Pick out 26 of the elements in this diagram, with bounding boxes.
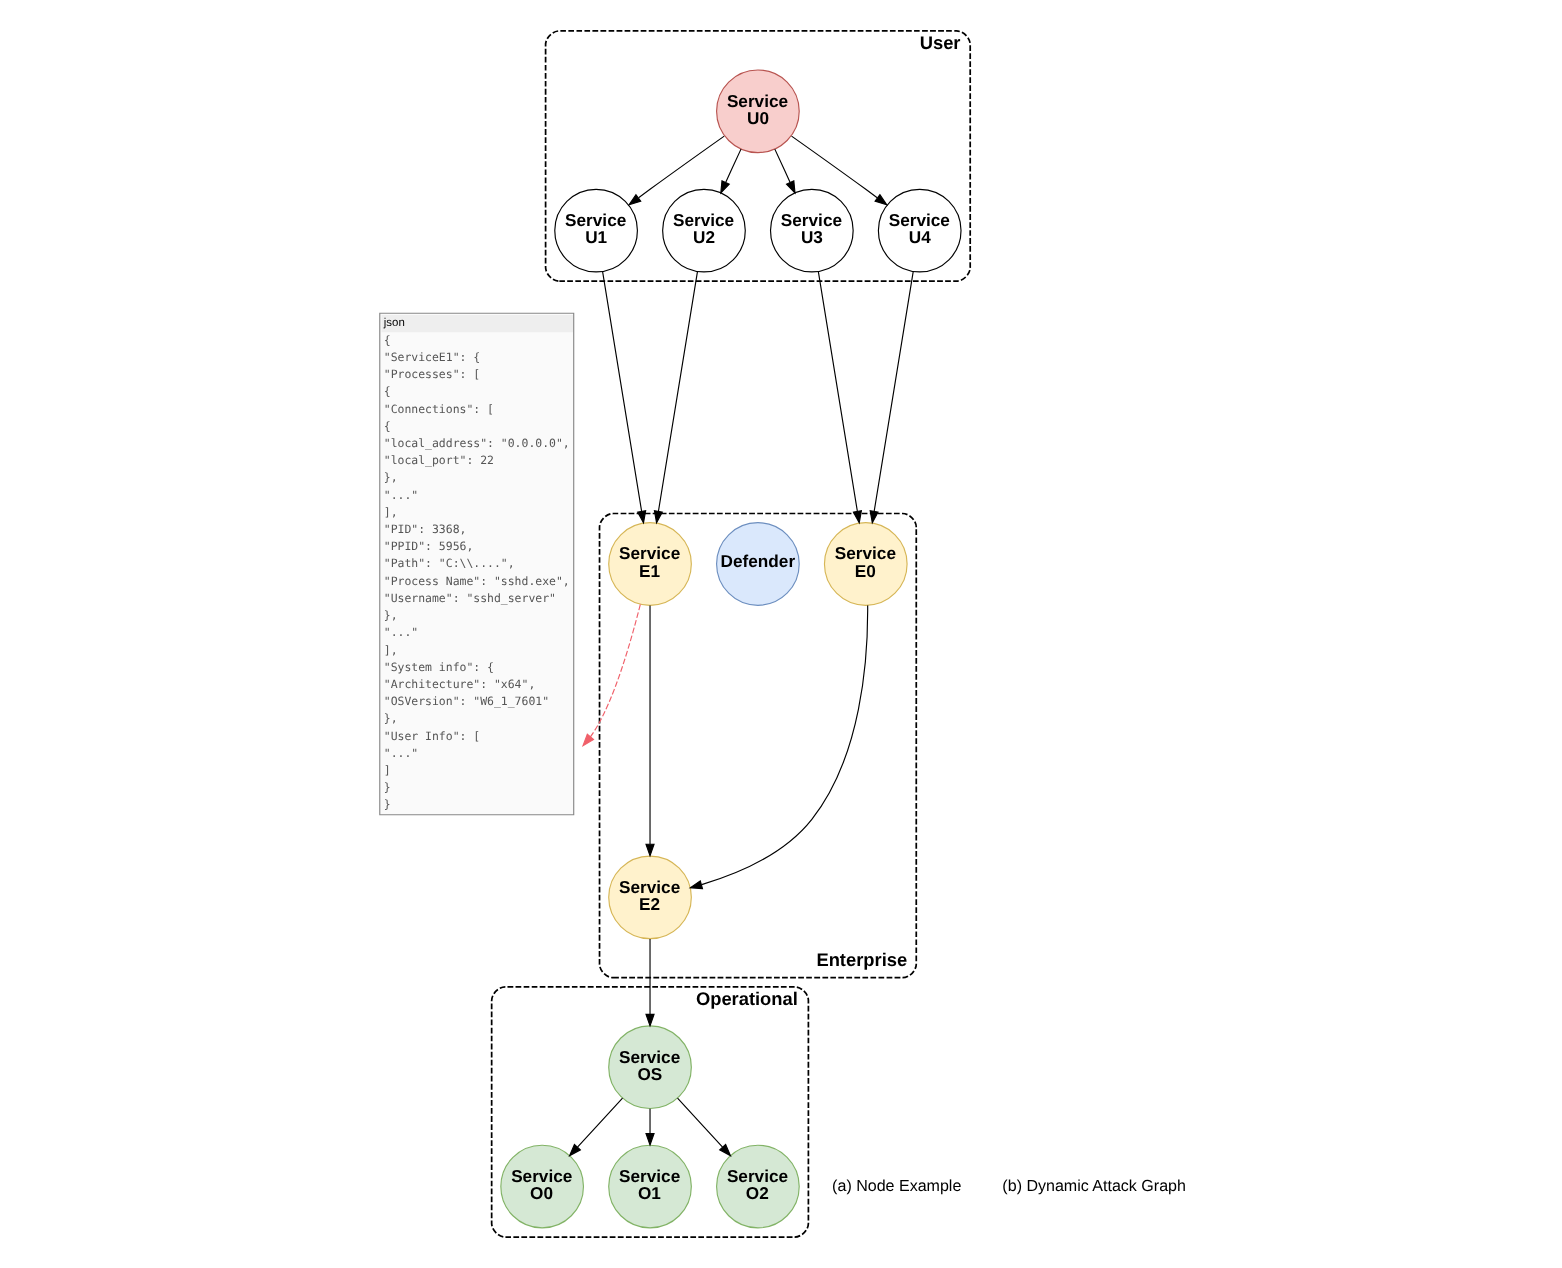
arrow: [580, 603, 640, 747]
arrow: [644, 604, 654, 858]
node-circle: Service U1: [553, 188, 637, 273]
node-circle: Defender: [715, 522, 799, 606]
arrow: [567, 1097, 623, 1157]
node-circle: Service E0: [822, 522, 907, 606]
arrow: [719, 148, 741, 195]
arrow: [644, 938, 654, 1028]
node-circle: Service U3: [768, 188, 853, 273]
arrow: [687, 604, 868, 890]
arrow: [601, 271, 646, 525]
node-circle: Service U0: [715, 69, 799, 154]
node-circle: Service U4: [876, 188, 961, 273]
arrow: [790, 135, 888, 206]
arrow: [626, 135, 724, 206]
node-circle: Service E2: [607, 855, 691, 940]
arrow: [868, 271, 913, 525]
arrow: [652, 271, 698, 525]
arrow: [773, 148, 795, 195]
arrow: [675, 1097, 731, 1157]
node-circle: Service E1: [607, 522, 691, 606]
arrow: [816, 271, 862, 525]
node-circle: Service U2: [661, 188, 745, 273]
node-circle: Service O1: [607, 1144, 691, 1229]
arrow: [644, 1108, 654, 1147]
node-circle: Service OS: [607, 1025, 691, 1110]
